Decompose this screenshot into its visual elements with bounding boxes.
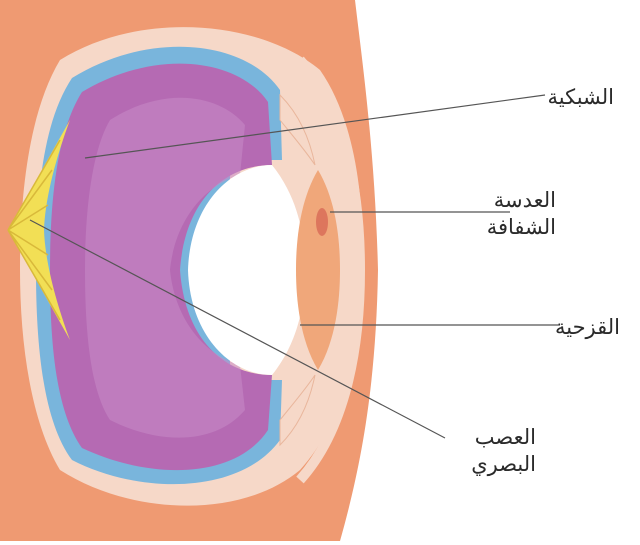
label-optic-nerve: العصب البصري <box>471 424 536 478</box>
label-retina: الشبكية <box>548 84 615 111</box>
lens-highlight <box>316 208 328 236</box>
label-iris: القزحية <box>555 314 620 341</box>
label-lens: العدسة الشفافة <box>487 187 556 241</box>
